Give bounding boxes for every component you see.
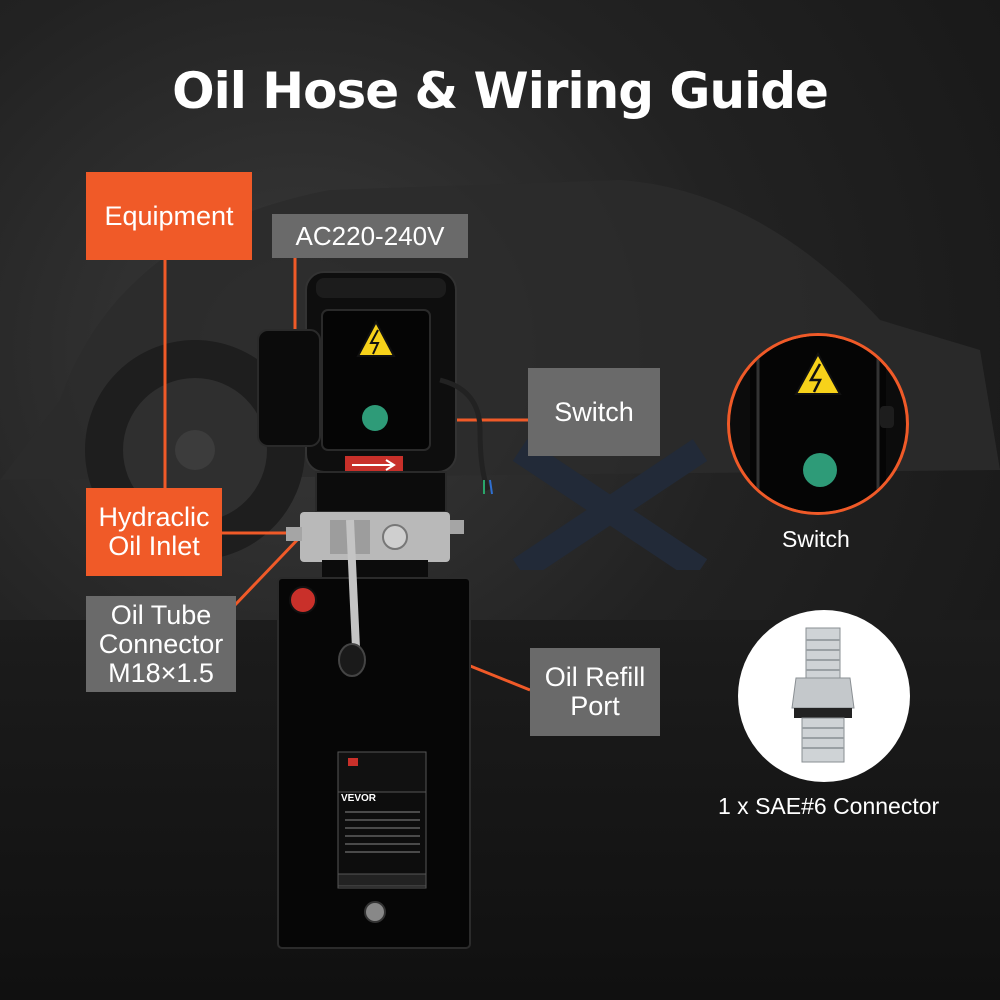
hydraulic-line-1: Hydraclic (98, 502, 210, 532)
hydraulic-line-2: Oil Inlet (108, 531, 200, 561)
switch-closeup-graphic (750, 336, 894, 512)
switch-button-icon (362, 405, 388, 431)
equipment-label: Equipment (86, 172, 252, 260)
tube-line-3: M18×1.5 (108, 657, 214, 688)
hydraulic-oil-inlet-label: Hydraclic Oil Inlet (86, 488, 222, 576)
switch-closeup (727, 333, 909, 515)
connector-closeup (738, 610, 910, 782)
switch-caption: Switch (782, 526, 850, 552)
tube-line-2: Connector (98, 628, 224, 659)
oil-refill-port-label: Oil Refill Port (530, 648, 660, 736)
oil-tube-connector-label: Oil Tube Connector M18×1.5 (86, 596, 236, 692)
tube-line-1: Oil Tube (110, 599, 212, 630)
product-brand-text: VEVOR (341, 793, 377, 804)
page-title: Oil Hose & Wiring Guide (172, 62, 829, 120)
refill-cap-icon (289, 586, 317, 614)
warning-triangle-icon (356, 319, 396, 357)
switch-button-icon (803, 453, 837, 487)
refill-line-1: Oil Refill (544, 662, 646, 692)
switch-label: Switch (528, 368, 660, 456)
refill-line-2: Port (570, 691, 620, 721)
voltage-label: AC220-240V (272, 214, 468, 258)
sae-connector-icon (791, 627, 855, 763)
warning-triangle-icon (794, 351, 842, 395)
connector-caption: 1 x SAE#6 Connector (718, 793, 940, 819)
